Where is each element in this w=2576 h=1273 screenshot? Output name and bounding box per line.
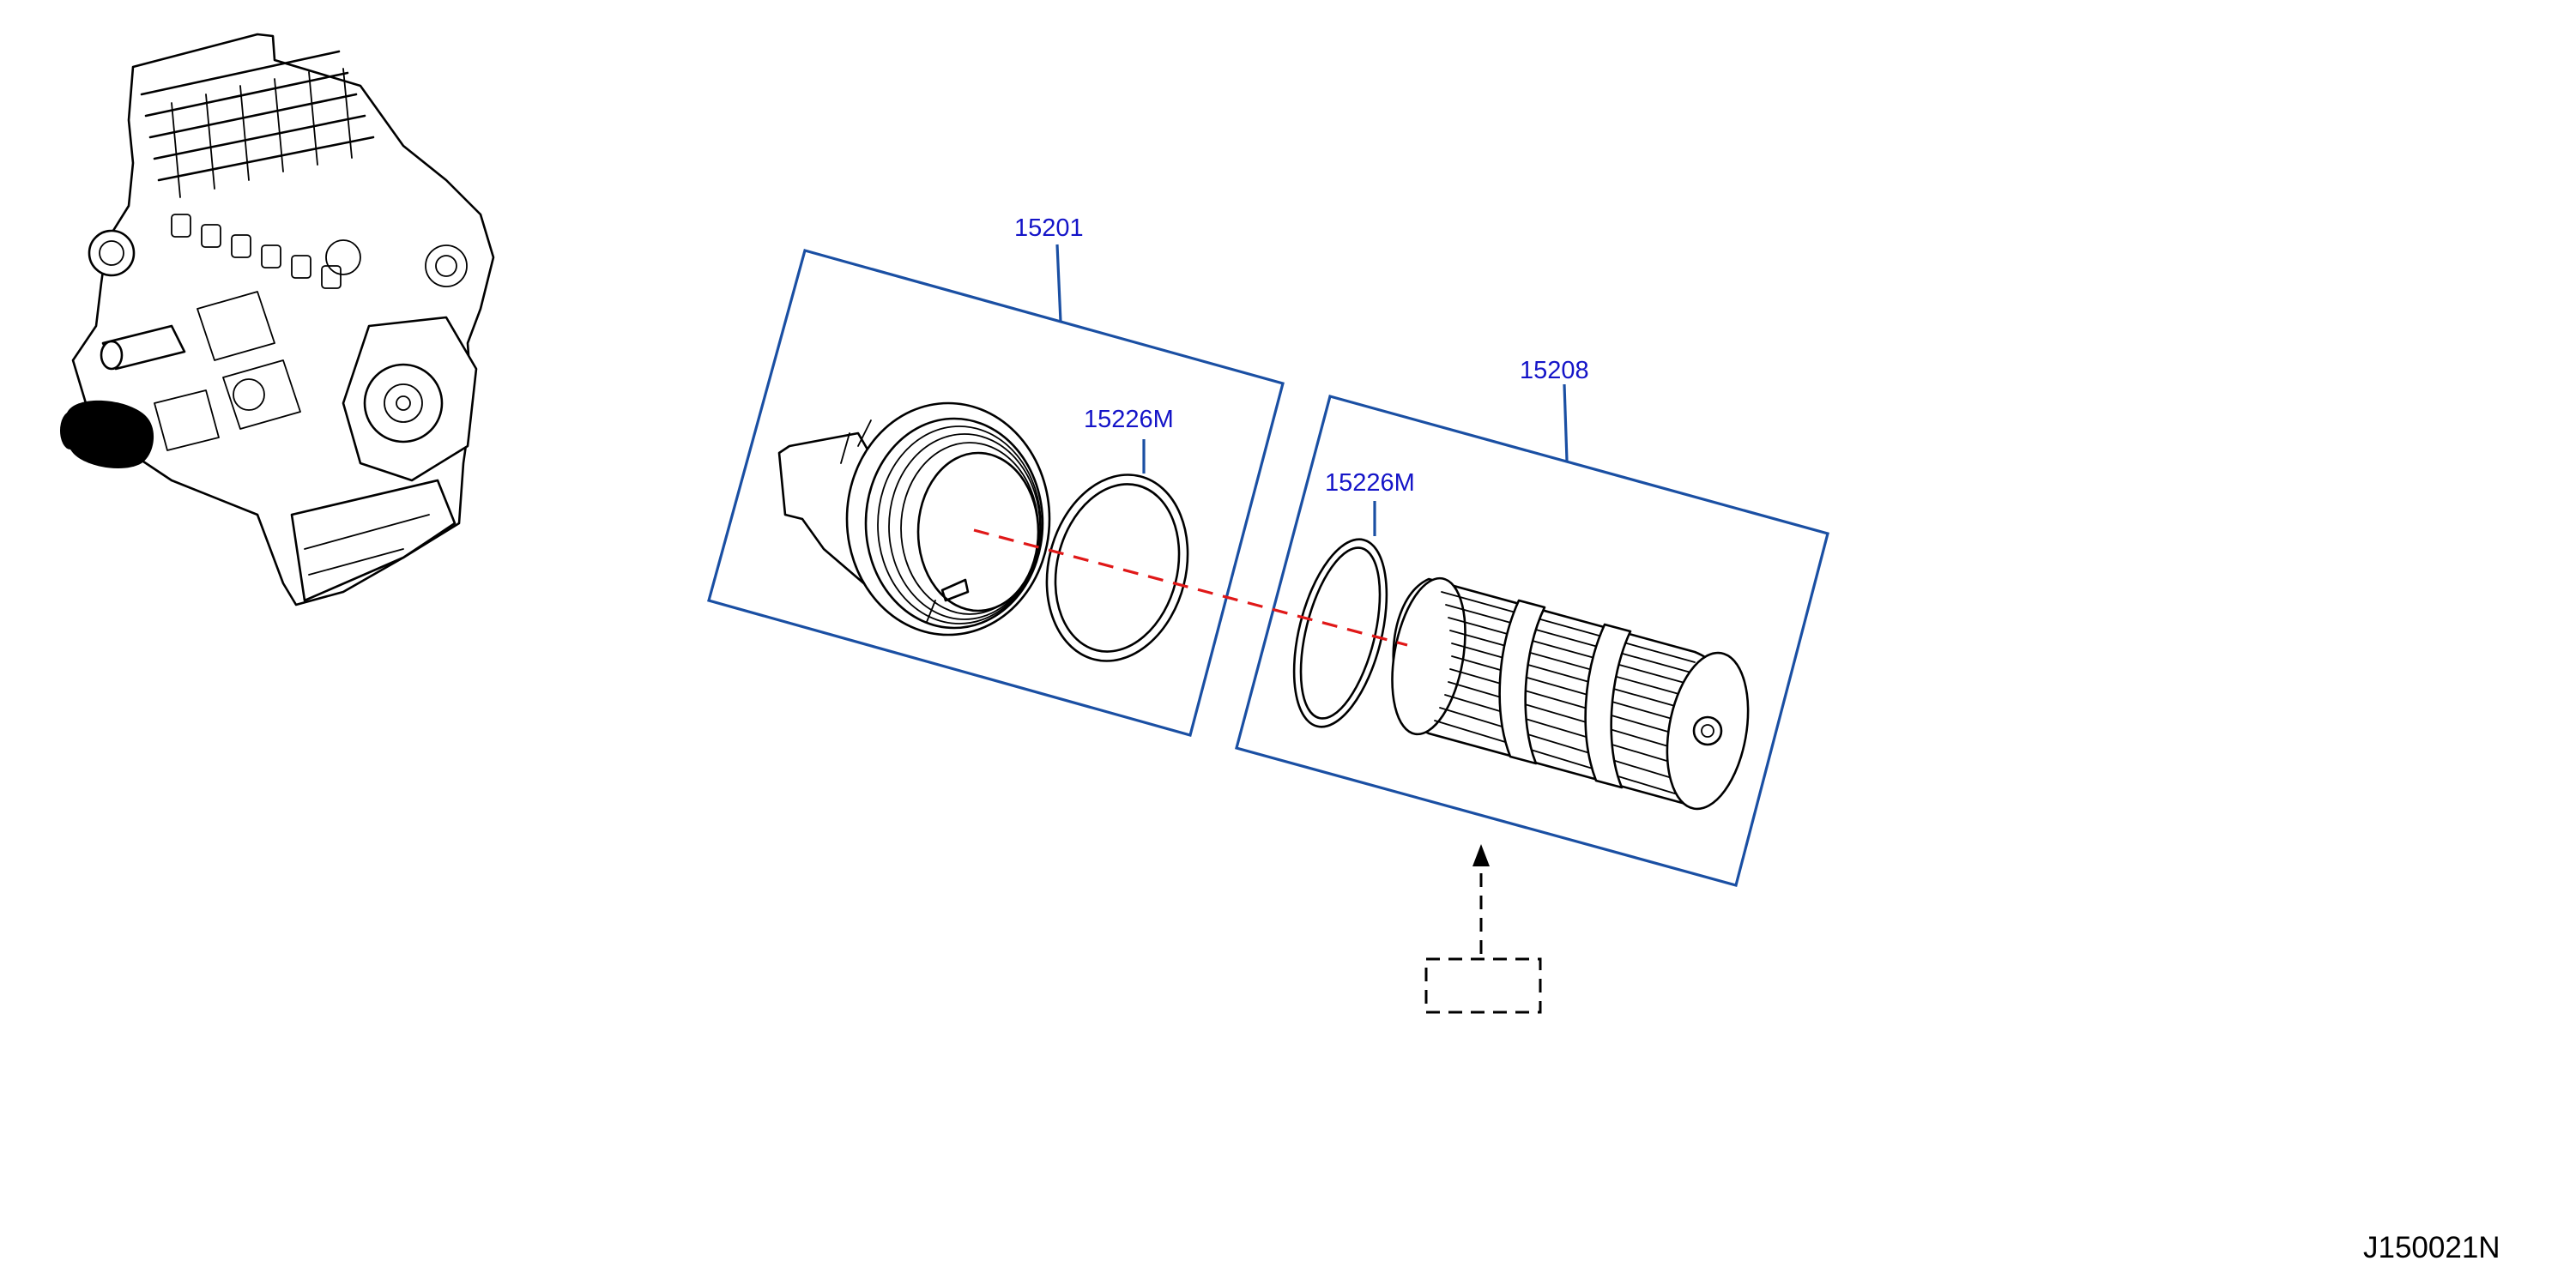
oil-filter-element-illustration xyxy=(1391,576,1750,811)
group-frame-15201 xyxy=(707,244,1285,737)
seal-ring-element-illustration xyxy=(1292,501,1388,728)
installation-direction-indicator xyxy=(1424,844,1542,1014)
seal-ring-cap-illustration xyxy=(1045,439,1189,662)
diagram-reference-code: J150021N xyxy=(2363,1231,2500,1264)
group-frame-15208 xyxy=(1235,383,1829,887)
part-label-15208[interactable]: 15208 xyxy=(1520,357,1589,384)
assembly-center-axis xyxy=(973,528,1408,647)
part-label-15226m-element[interactable]: 15226M xyxy=(1325,469,1415,497)
part-label-15201[interactable]: 15201 xyxy=(1014,214,1084,242)
engine-locator-illustration xyxy=(60,33,495,606)
part-label-15226m-cap[interactable]: 15226M xyxy=(1084,406,1174,433)
oil-filter-cap xyxy=(777,401,1051,636)
